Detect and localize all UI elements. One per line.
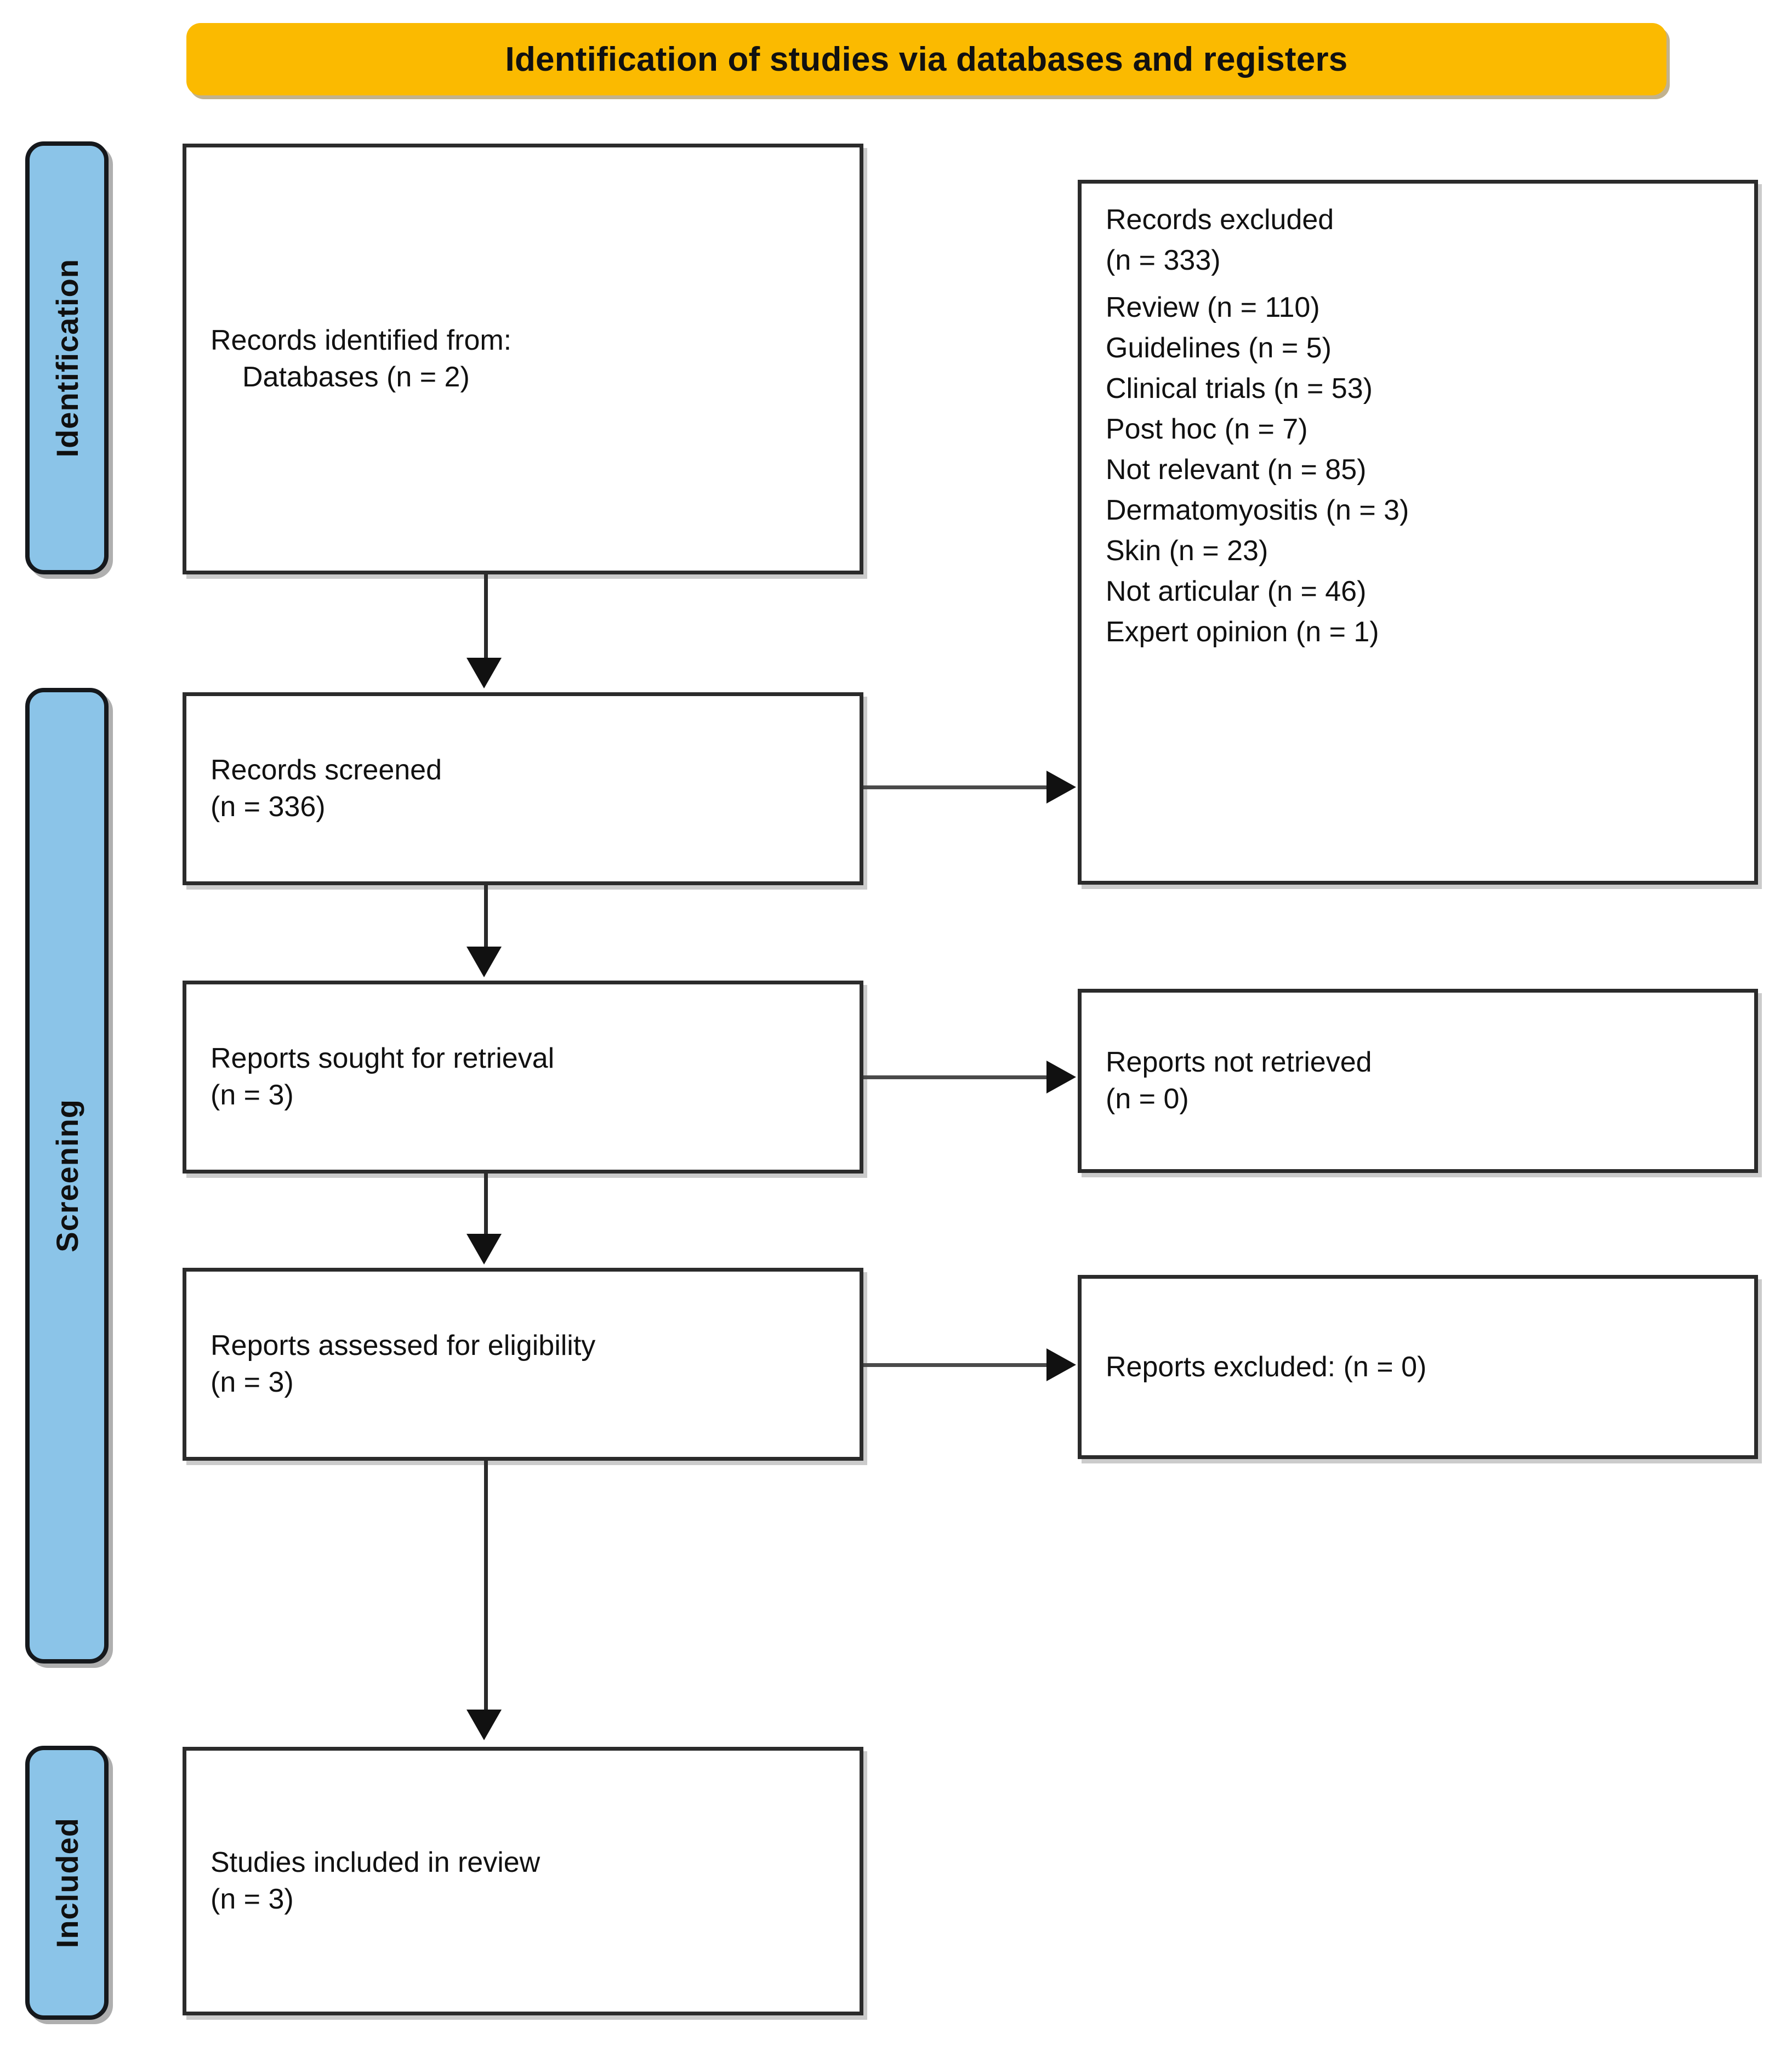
node-records-identified: Records identified from: Databases (n = … xyxy=(183,144,863,574)
stage-label-identification-text: Identification xyxy=(49,258,84,458)
node-records-identified-line2: Databases (n = 2) xyxy=(242,361,470,393)
exclusion-reason-item: Clinical trials (n = 53) xyxy=(1106,373,1373,405)
connector-screened-to-sought xyxy=(484,885,488,950)
node-reports-excluded-line1: Reports excluded: (n = 0) xyxy=(1106,1351,1427,1383)
node-records-identified-line1: Records identified from: xyxy=(211,324,512,357)
connector-screened-to-records-excluded xyxy=(863,785,1049,789)
node-reports-sought: Reports sought for retrieval (n = 3) xyxy=(183,981,863,1174)
arrowhead-down-icon xyxy=(467,1710,502,1740)
node-records-screened: Records screened (n = 336) xyxy=(183,692,863,885)
arrowhead-down-icon xyxy=(467,658,502,688)
arrowhead-down-icon xyxy=(467,1234,502,1264)
stage-label-identification: Identification xyxy=(25,141,109,574)
stage-label-screening-text: Screening xyxy=(49,1099,84,1252)
node-records-screened-line2: (n = 336) xyxy=(211,791,326,823)
stage-label-included: Included xyxy=(25,1746,109,2020)
connector-sought-to-assessed xyxy=(484,1174,488,1237)
node-reports-excluded: Reports excluded: (n = 0) xyxy=(1078,1275,1758,1459)
node-reports-assessed: Reports assessed for eligibility (n = 3) xyxy=(183,1268,863,1461)
connector-sought-to-not-retrieved xyxy=(863,1075,1049,1079)
exclusion-reason-item: Dermatomyositis (n = 3) xyxy=(1106,494,1409,526)
node-records-screened-line1: Records screened xyxy=(211,754,442,787)
exclusion-reason-item: Expert opinion (n = 1) xyxy=(1106,616,1379,648)
stage-label-included-text: Included xyxy=(49,1817,84,1949)
exclusion-reason-item: Guidelines (n = 5) xyxy=(1106,332,1332,364)
stage-label-screening: Screening xyxy=(25,688,109,1664)
arrowhead-right-icon xyxy=(1046,771,1076,804)
arrowhead-right-icon xyxy=(1046,1061,1076,1093)
node-reports-sought-line2: (n = 3) xyxy=(211,1079,294,1111)
node-records-excluded: Records excluded (n = 333) Review (n = 1… xyxy=(1078,180,1758,885)
node-records-excluded-title: Records excluded xyxy=(1106,204,1334,236)
node-reports-not-retrieved-line2: (n = 0) xyxy=(1106,1083,1189,1115)
node-reports-not-retrieved: Reports not retrieved (n = 0) xyxy=(1078,989,1758,1173)
arrowhead-down-icon xyxy=(467,947,502,977)
node-reports-assessed-line2: (n = 3) xyxy=(211,1366,294,1398)
arrowhead-right-icon xyxy=(1046,1348,1076,1381)
exclusion-reason-item: Skin (n = 23) xyxy=(1106,535,1268,567)
node-records-excluded-total: (n = 333) xyxy=(1106,244,1221,276)
connector-assessed-to-reports-excluded xyxy=(863,1363,1049,1367)
exclusion-reason-item: Not articular (n = 46) xyxy=(1106,576,1367,607)
node-reports-not-retrieved-line1: Reports not retrieved xyxy=(1106,1046,1372,1079)
node-studies-included: Studies included in review (n = 3) xyxy=(183,1747,863,2015)
node-reports-sought-line1: Reports sought for retrieval xyxy=(211,1043,555,1075)
node-reports-assessed-line1: Reports assessed for eligibility xyxy=(211,1330,596,1362)
exclusion-reason-item: Post hoc (n = 7) xyxy=(1106,413,1308,445)
exclusion-reason-item: Review (n = 110) xyxy=(1106,292,1320,323)
connector-assessed-to-included xyxy=(484,1461,488,1713)
diagram-header-banner: Identification of studies via databases … xyxy=(186,23,1666,95)
exclusion-reason-item: Not relevant (n = 85) xyxy=(1106,454,1367,486)
node-studies-included-line1: Studies included in review xyxy=(211,1847,541,1879)
connector-identified-to-screened xyxy=(484,574,488,662)
node-studies-included-line2: (n = 3) xyxy=(211,1883,294,1915)
page-title: Identification of studies via databases … xyxy=(505,40,1348,78)
